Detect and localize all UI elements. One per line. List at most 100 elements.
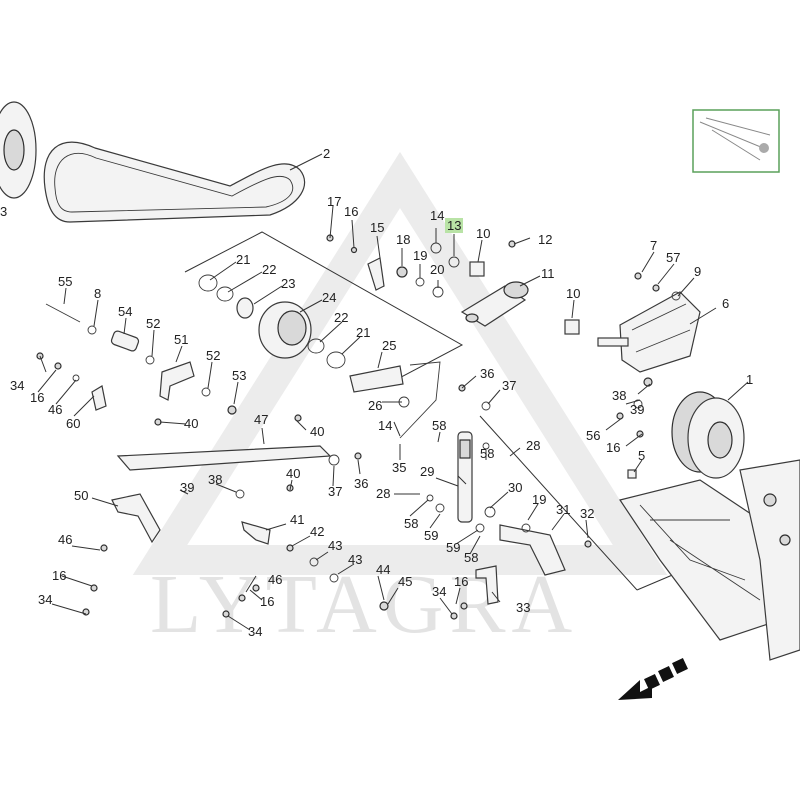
label-34: 34	[10, 378, 24, 393]
label-19b: 19	[532, 492, 546, 507]
label-51: 51	[174, 332, 188, 347]
label-22b: 22	[334, 310, 348, 325]
label-8: 8	[94, 286, 101, 301]
label-37: 37	[328, 484, 342, 499]
idler-pulley	[258, 301, 312, 359]
label-24: 24	[322, 290, 336, 305]
label-40: 40	[184, 416, 198, 431]
label-5: 5	[638, 448, 645, 463]
label-2: 2	[323, 146, 330, 161]
label-6: 6	[722, 296, 729, 311]
label-35: 35	[392, 460, 406, 475]
label-53: 53	[232, 368, 246, 383]
inset-thumbnail	[692, 109, 780, 173]
label-16b: 16	[30, 390, 44, 405]
bracket-60	[91, 385, 107, 411]
label-33: 33	[516, 600, 530, 615]
label-39: 39	[630, 402, 644, 417]
label-46b: 46	[58, 532, 72, 547]
pulley-right	[671, 391, 745, 479]
label-37b: 37	[502, 378, 516, 393]
tensioner-arm	[460, 281, 529, 327]
label-43b: 43	[348, 552, 362, 567]
label-25: 25	[382, 338, 396, 353]
label-16f: 16	[260, 594, 274, 609]
assembly-frame-lower	[479, 415, 638, 591]
label-23: 23	[281, 276, 295, 291]
label-58b: 58	[480, 446, 494, 461]
machine-frame-right	[619, 459, 800, 661]
label-10b: 10	[566, 286, 580, 301]
snap-ring-right	[326, 351, 346, 369]
label-39b: 39	[180, 480, 194, 495]
label-13: 13	[447, 218, 461, 233]
label-58c: 58	[404, 516, 418, 531]
label-32: 32	[580, 506, 594, 521]
label-16c: 16	[606, 440, 620, 455]
label-59: 59	[424, 528, 438, 543]
label-34d: 34	[248, 624, 262, 639]
tensioner-bracket	[597, 291, 701, 373]
label-21: 21	[236, 252, 250, 267]
label-17: 17	[327, 194, 341, 209]
label-59b: 59	[446, 540, 460, 555]
label-30: 30	[508, 480, 522, 495]
snap-ring-left	[198, 274, 218, 292]
hardware-small	[36, 234, 681, 620]
rod-47	[116, 445, 332, 471]
label-45: 45	[398, 574, 412, 589]
shaft-25	[349, 365, 404, 393]
label-29: 29	[420, 464, 434, 479]
direction-arrow	[618, 658, 688, 700]
watermark-text: LYTAGRA	[150, 558, 578, 651]
label-43: 43	[328, 538, 342, 553]
lever-31	[499, 524, 566, 576]
label-21b: 21	[356, 325, 370, 340]
label-41: 41	[290, 512, 304, 527]
label-52b: 52	[206, 348, 220, 363]
label-58: 58	[432, 418, 446, 433]
bracket-50	[111, 493, 161, 544]
label-46: 46	[48, 402, 62, 417]
label-15: 15	[370, 220, 384, 235]
spacer-left	[216, 286, 234, 302]
assembly-frame-upper	[184, 231, 464, 385]
label-10: 10	[476, 226, 490, 241]
part-labels: 2 17 16 15 18 14 13 19 20 10 12 11 21 22…	[0, 146, 753, 639]
label-1: 1	[746, 372, 753, 387]
label-38: 38	[612, 388, 626, 403]
label-60: 60	[66, 416, 80, 431]
label-14: 14	[430, 208, 444, 223]
highlight-13	[445, 218, 463, 233]
label-16: 16	[344, 204, 358, 219]
label-12: 12	[538, 232, 552, 247]
label-31: 31	[556, 502, 570, 517]
label-36b: 36	[354, 476, 368, 491]
cable-35	[399, 361, 441, 439]
label-7: 7	[650, 238, 657, 253]
bracket-41	[241, 521, 271, 545]
label-54: 54	[118, 304, 132, 319]
label-3: 3	[0, 204, 7, 219]
label-28b: 28	[376, 486, 390, 501]
label-52: 52	[146, 316, 160, 331]
label-55: 55	[58, 274, 72, 289]
bushing-54	[110, 330, 140, 352]
bracket-15	[367, 257, 385, 291]
label-11: 11	[541, 266, 555, 281]
bolt-55	[45, 303, 81, 323]
label-22: 22	[262, 262, 276, 277]
sleeve-10-lower	[564, 319, 580, 335]
bearing	[236, 297, 254, 319]
leader-lines	[37, 153, 749, 631]
label-16e: 16	[52, 568, 66, 583]
bracket-33	[475, 565, 499, 605]
label-36: 36	[480, 366, 494, 381]
label-34b: 34	[432, 584, 446, 599]
label-40b: 40	[310, 424, 324, 439]
label-56: 56	[586, 428, 600, 443]
label-50: 50	[74, 488, 88, 503]
label-38b: 38	[208, 472, 222, 487]
label-14b: 14	[378, 418, 392, 433]
